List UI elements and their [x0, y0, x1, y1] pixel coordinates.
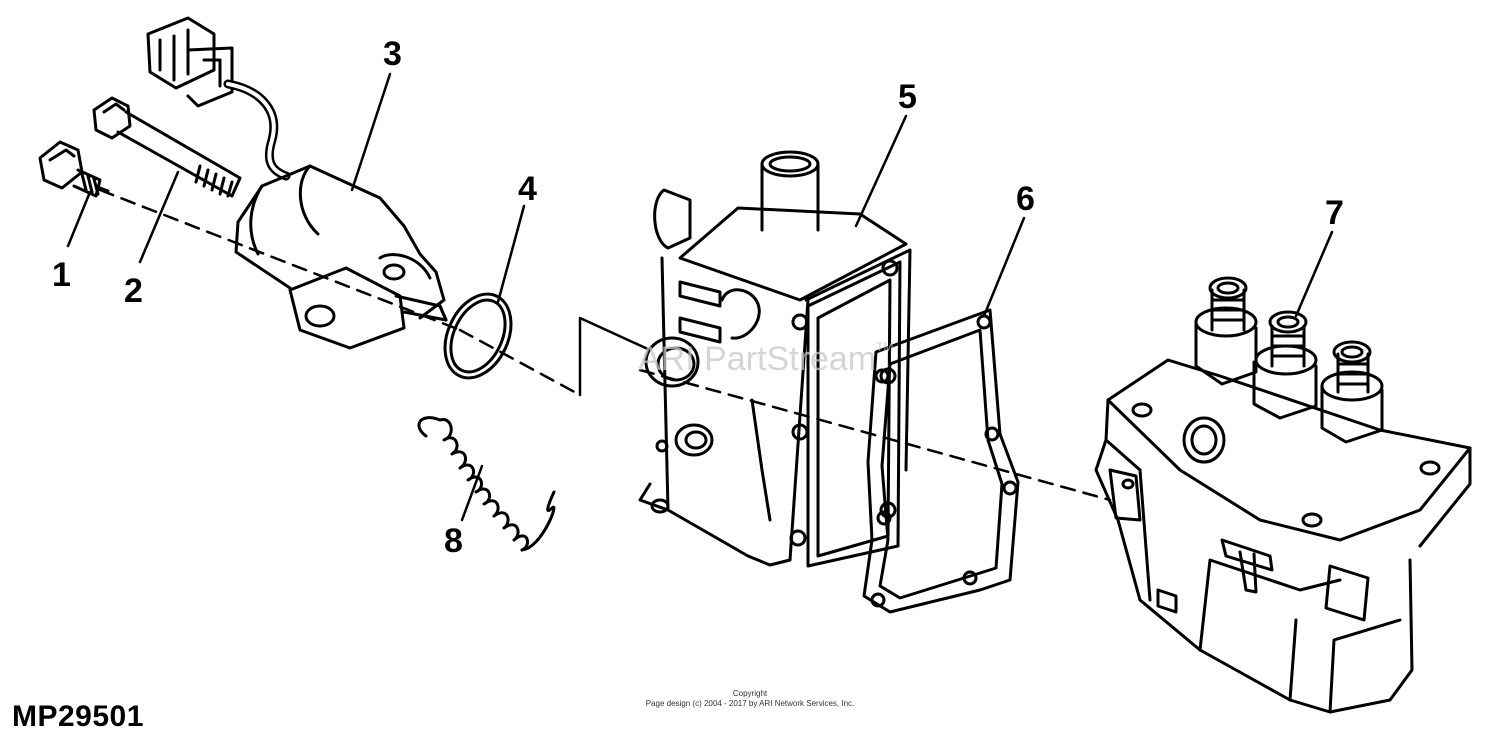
delivery-valve — [1252, 310, 1318, 420]
copyright-heading: Copyright — [732, 689, 768, 698]
callout-3[interactable]: 3 — [383, 35, 402, 73]
part-6-gasket[interactable] — [862, 308, 1020, 614]
callout-8[interactable]: 8 — [444, 522, 463, 560]
leader-lines — [66, 72, 1334, 522]
part-3-solenoid[interactable] — [146, 16, 448, 350]
part-8-spring[interactable] — [417, 416, 556, 552]
callout-2[interactable]: 2 — [124, 272, 143, 310]
delivery-valve — [1194, 276, 1258, 386]
copyright-text: Page design (c) 2004 - 2017 by ARI Netwo… — [645, 699, 855, 708]
trademark-mark: TM — [876, 340, 894, 354]
callout-4[interactable]: 4 — [518, 170, 537, 208]
part-7-pump[interactable] — [1094, 276, 1472, 714]
callout-6[interactable]: 6 — [1016, 180, 1035, 218]
watermark: ARI PartStreamTM — [638, 340, 893, 379]
watermark-text: ARI PartStream — [638, 340, 877, 378]
part-1-bolt[interactable] — [38, 140, 110, 198]
part-5-housing[interactable] — [638, 150, 912, 568]
callout-7[interactable]: 7 — [1325, 194, 1344, 232]
part-2-bolt[interactable] — [92, 96, 242, 198]
callout-5[interactable]: 5 — [898, 78, 917, 116]
delivery-valve — [1320, 340, 1384, 444]
drawing-number: MP29501 — [12, 700, 144, 733]
axis-jog — [578, 316, 652, 397]
part-4-o-ring[interactable] — [432, 283, 524, 388]
copyright-notice: Copyright Page design (c) 2004 - 2017 by… — [600, 689, 900, 709]
callout-1[interactable]: 1 — [52, 256, 71, 294]
